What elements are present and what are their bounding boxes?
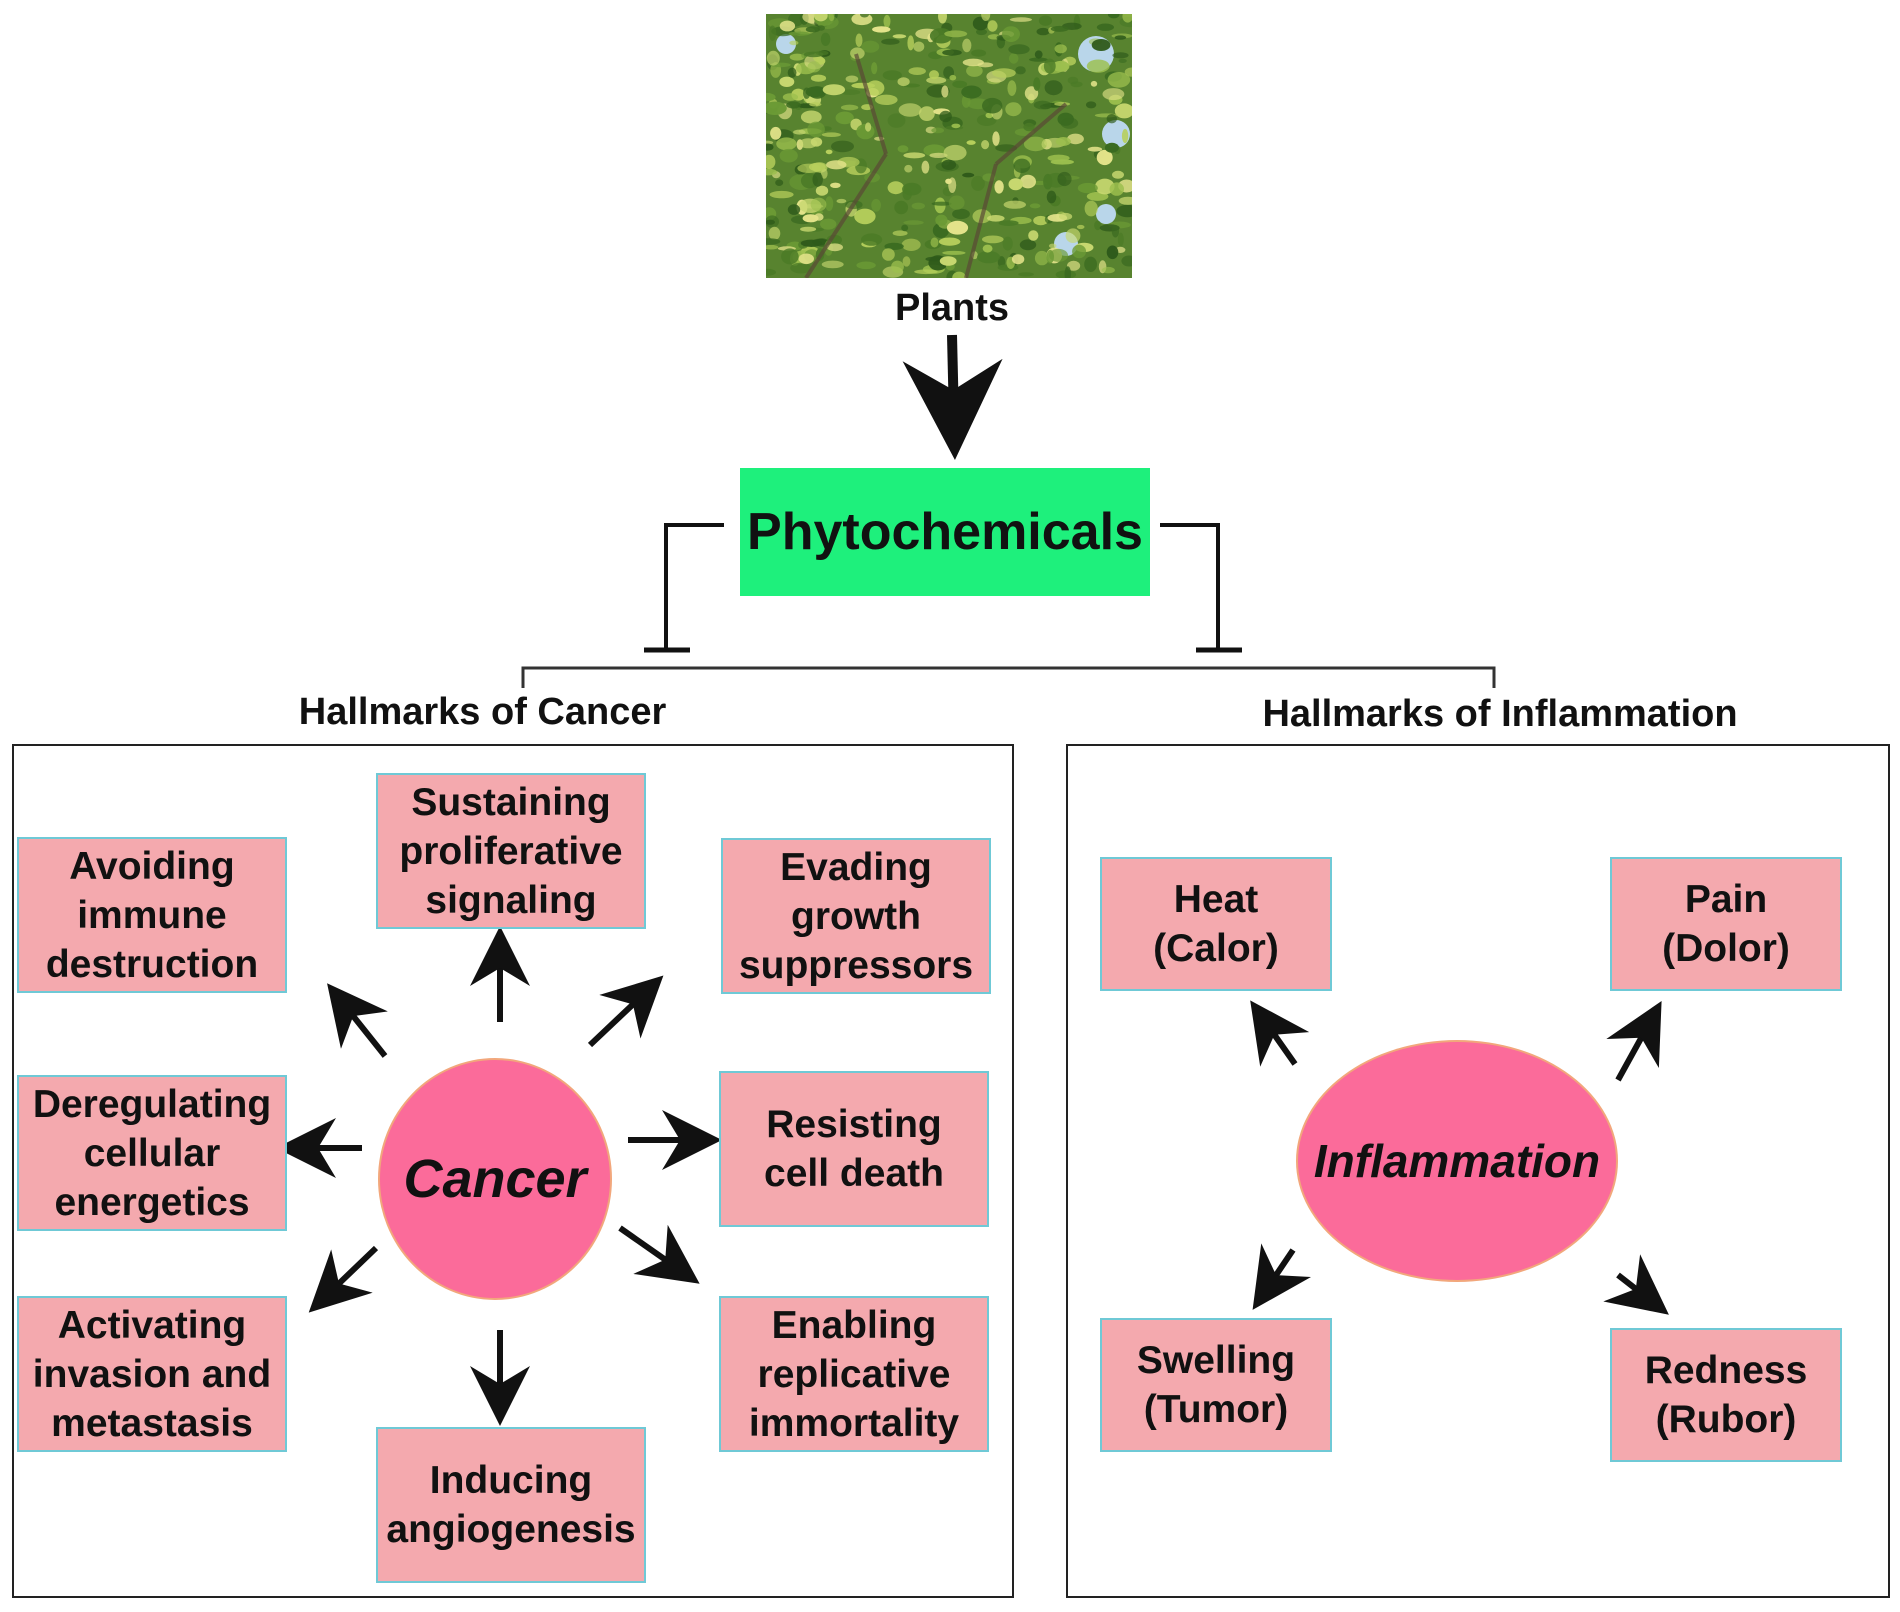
cancer-arrow-invasion xyxy=(308,1245,379,1313)
inflammation-center: Inflammation xyxy=(1296,1040,1618,1282)
inflammation-arrow-swelling xyxy=(1252,1243,1312,1310)
hallmark-deregulating-cellular-energetics: Deregulating cellular energetics xyxy=(17,1075,287,1231)
phytochemicals-box: Phytochemicals xyxy=(740,468,1150,596)
inflammation-arrow-pain xyxy=(1606,1000,1662,1082)
cancer-arrow-growth xyxy=(587,975,664,1048)
hallmark-pain-dolor: Pain (Dolor) xyxy=(1610,857,1842,991)
inhibit-line-cancer xyxy=(664,523,724,648)
hallmark-swelling-tumor: Swelling (Tumor) xyxy=(1100,1318,1332,1452)
hallmark-resisting-cell-death: Resisting cell death xyxy=(719,1071,989,1227)
cancer-panel-title: Hallmarks of Cancer xyxy=(298,691,667,733)
plant-photo xyxy=(766,14,1132,278)
cancer-arrow-immortality xyxy=(618,1224,700,1284)
hallmark-redness-rubor: Redness (Rubor) xyxy=(1610,1328,1842,1462)
inflammation-arrow-redness xyxy=(1603,1254,1669,1315)
cancer-panel xyxy=(12,744,1014,1598)
inflammation-panel xyxy=(1066,744,1890,1598)
cancer-arrow-immune xyxy=(327,983,388,1058)
plants-label: Plants xyxy=(894,287,1010,329)
hallmark-sustaining-proliferative-signaling: Sustaining proliferative signaling xyxy=(376,773,646,929)
hallmark-heat-calor: Heat (Calor) xyxy=(1100,857,1332,991)
hallmarks-bracket xyxy=(521,666,1496,688)
inhibit-line-inflammation xyxy=(1160,523,1220,648)
cancer-center: Cancer xyxy=(378,1058,612,1300)
inflammation-panel-title: Hallmarks of Inflammation xyxy=(1262,693,1738,735)
hallmark-inducing-angiogenesis: Inducing angiogenesis xyxy=(376,1427,646,1583)
inflammation-center-label: Inflammation xyxy=(1313,1135,1601,1187)
hallmark-evading-growth-suppressors: Evading growth suppressors xyxy=(721,838,991,994)
plants-to-phytochemicals-arrow xyxy=(902,334,1003,460)
phytochemicals-label: Phytochemicals xyxy=(747,503,1143,561)
hallmark-enabling-replicative-immortality: Enabling replicative immortality xyxy=(719,1296,989,1452)
hallmark-activating-invasion-metastasis: Activating invasion and metastasis xyxy=(17,1296,287,1452)
hallmark-avoiding-immune-destruction: Avoiding immune destruction xyxy=(17,837,287,993)
inflammation-arrow-heat xyxy=(1250,1000,1310,1067)
cancer-center-label: Cancer xyxy=(403,1149,587,1209)
